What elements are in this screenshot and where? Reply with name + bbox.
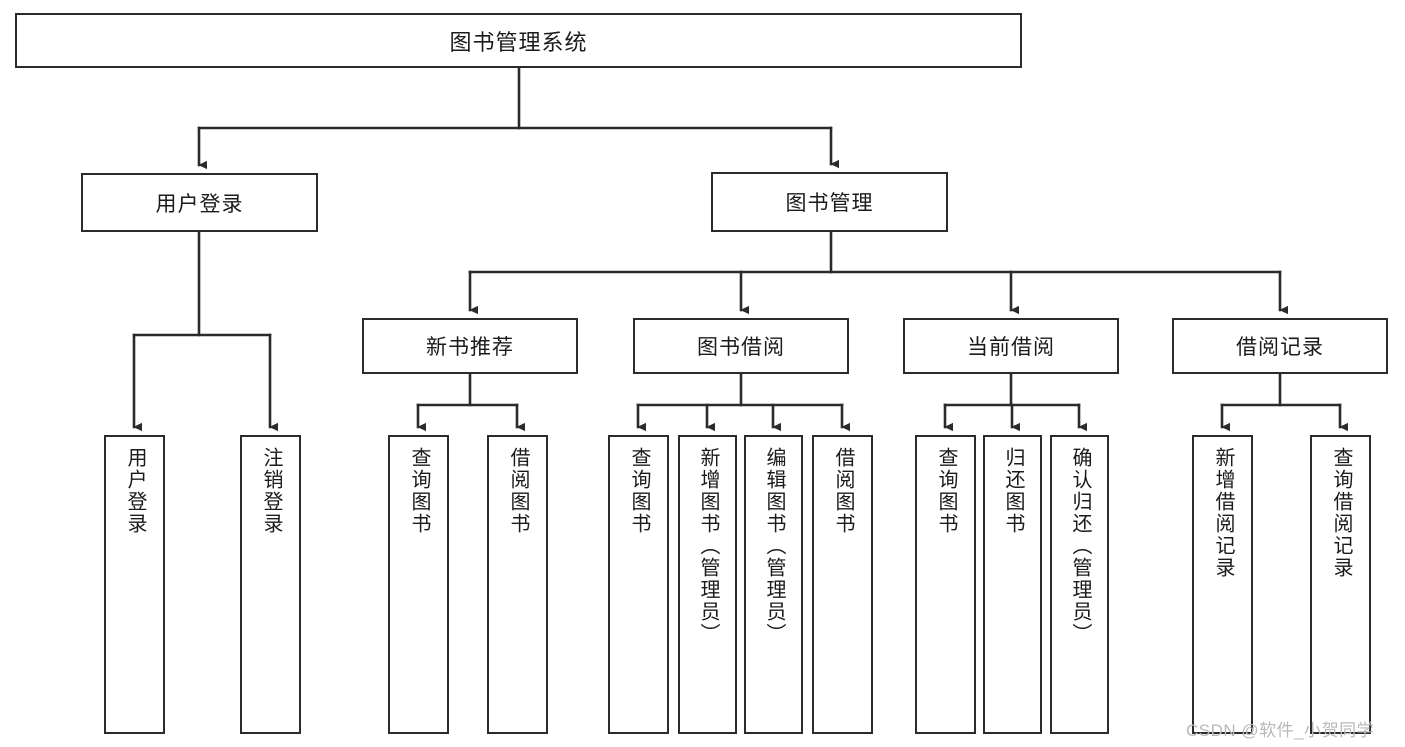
node-label: 新增图书（管理员） (697, 447, 719, 645)
watermark-text: CSDN @软件_小贺同学 (1186, 721, 1375, 740)
node-label: 当前借阅 (967, 336, 1055, 359)
node-user-login[interactable]: 用户登录 (81, 173, 318, 232)
node-label: 编辑图书（管理员） (763, 447, 785, 645)
node-new-book-recommend[interactable]: 新书推荐 (362, 318, 578, 374)
node-leaf-add-book[interactable]: 新增图书（管理员） (678, 435, 737, 734)
node-borrow-record[interactable]: 借阅记录 (1172, 318, 1388, 374)
node-label: 确认归还（管理员） (1069, 447, 1091, 645)
node-label: 借阅图书 (832, 447, 854, 535)
node-label: 图书借阅 (697, 336, 785, 359)
node-leaf-query-book-2[interactable]: 查询图书 (608, 435, 669, 734)
node-current-borrow[interactable]: 当前借阅 (903, 318, 1119, 374)
node-leaf-borrow-book-2[interactable]: 借阅图书 (812, 435, 873, 734)
node-leaf-borrow-book-1[interactable]: 借阅图书 (487, 435, 548, 734)
node-book-management[interactable]: 图书管理 (711, 172, 948, 232)
node-label: 图书管理 (785, 192, 874, 215)
node-leaf-logout[interactable]: 注销登录 (240, 435, 301, 734)
node-leaf-user-login[interactable]: 用户登录 (104, 435, 165, 734)
node-leaf-return-book[interactable]: 归还图书 (983, 435, 1042, 734)
node-leaf-confirm-return[interactable]: 确认归还（管理员） (1050, 435, 1109, 734)
node-root-system[interactable]: 图书管理系统 (15, 13, 1022, 68)
node-label: 查询图书 (935, 447, 957, 535)
node-label: 注销登录 (260, 447, 282, 535)
node-label: 归还图书 (1002, 447, 1024, 535)
node-label: 查询图书 (628, 447, 650, 535)
node-label: 用户登录 (124, 447, 146, 535)
node-leaf-add-record[interactable]: 新增借阅记录 (1192, 435, 1253, 734)
node-label: 图书管理系统 (449, 29, 588, 55)
node-leaf-query-record[interactable]: 查询借阅记录 (1310, 435, 1371, 734)
node-label: 借阅图书 (507, 447, 529, 535)
node-label: 借阅记录 (1236, 336, 1324, 359)
node-leaf-edit-book[interactable]: 编辑图书（管理员） (744, 435, 803, 734)
node-label: 查询借阅记录 (1330, 447, 1352, 579)
node-leaf-query-book-1[interactable]: 查询图书 (388, 435, 449, 734)
node-label: 查询图书 (408, 447, 430, 535)
node-leaf-query-book-3[interactable]: 查询图书 (915, 435, 976, 734)
node-label: 新书推荐 (426, 336, 514, 359)
node-label: 新增借阅记录 (1212, 447, 1234, 579)
node-label: 用户登录 (155, 192, 244, 216)
node-book-borrow[interactable]: 图书借阅 (633, 318, 849, 374)
